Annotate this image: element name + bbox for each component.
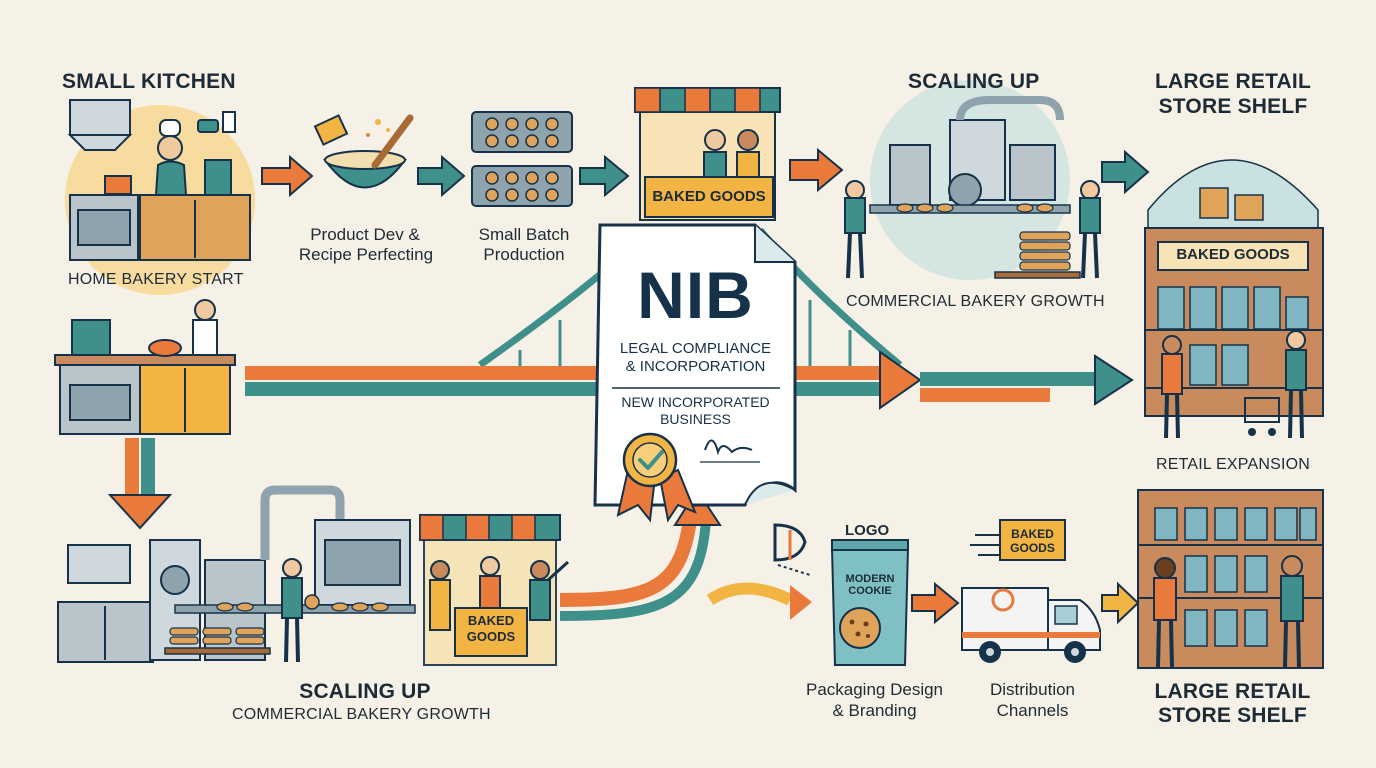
logo-sketch-illustration xyxy=(773,523,811,576)
product-dev-label-1: Product Dev & xyxy=(310,225,420,244)
down-arrow xyxy=(107,438,173,530)
nib-line-3: NEW INCORPORATED xyxy=(621,394,770,410)
commercial-growth-bottom-label: COMMERCIAL BAKERY GROWTH xyxy=(232,706,491,723)
distribution-label-2: Channels xyxy=(996,701,1069,720)
market-stall-top-illustration xyxy=(634,87,781,221)
small-batch-label-2: Production xyxy=(483,245,565,264)
delivery-van-illustration xyxy=(961,519,1101,663)
curved-up-arrow xyxy=(559,488,812,621)
nib-line-1: LEGAL COMPLIANCE xyxy=(619,340,772,357)
logo-label: LOGO xyxy=(845,522,890,539)
small-kitchen-title: SMALL KITCHEN xyxy=(62,70,236,93)
scaling-up-bottom-title: SCALING UP xyxy=(299,680,431,703)
retail-store-bottom-illustration xyxy=(1137,489,1324,669)
bag-text-2: COOKIE xyxy=(848,585,892,597)
nib-title: NIB xyxy=(637,258,754,332)
factory-top-illustration xyxy=(844,80,1101,280)
home-kitchen-mid-illustration xyxy=(54,299,236,435)
mixing-bowl-illustration xyxy=(313,114,414,189)
nib-line-4: BUSINESS xyxy=(660,411,731,427)
packaging-label-2: & Branding xyxy=(832,701,917,720)
home-bakery-start-label: HOME BAKERY START xyxy=(68,271,244,288)
stall-top-sign: BAKED GOODS xyxy=(652,188,766,205)
small-batch-label-1: Small Batch xyxy=(478,225,570,244)
box-text-1: BAKED xyxy=(1011,527,1054,541)
shelf-top-sign: BAKED GOODS xyxy=(1176,246,1290,263)
step-arrows-bottom xyxy=(911,534,1140,625)
step-arrows-top xyxy=(261,147,1150,198)
commercial-growth-top-label: COMMERCIAL BAKERY GROWTH xyxy=(846,293,1105,310)
distribution-label-1: Distribution xyxy=(989,680,1076,699)
cookie-bag-illustration xyxy=(830,539,910,666)
nib-line-2: & INCORPORATION xyxy=(625,358,766,375)
product-dev-label-2: Recipe Perfecting xyxy=(298,245,434,264)
large-retail-top-title-1: LARGE RETAIL xyxy=(1154,70,1311,93)
packaging-label-1: Packaging Design xyxy=(805,680,944,699)
stall-bottom-sign-1: BAKED xyxy=(467,613,515,628)
market-stall-bottom-illustration xyxy=(419,514,570,666)
bag-text-1: MODERN xyxy=(845,573,895,585)
retail-expansion-label: RETAIL EXPANSION xyxy=(1155,456,1311,473)
box-text-2: GOODS xyxy=(1010,541,1055,555)
large-retail-bottom-title-2: STORE SHELF xyxy=(1158,704,1307,727)
retail-store-top-illustration xyxy=(1144,159,1324,439)
large-retail-top-title-2: STORE SHELF xyxy=(1158,95,1308,118)
factory-bottom-illustration xyxy=(57,485,416,663)
small-kitchen-illustration xyxy=(65,99,255,295)
cookie-trays-illustration xyxy=(471,111,573,207)
scaling-up-top-title: SCALING UP xyxy=(908,70,1040,93)
large-retail-bottom-title-1: LARGE RETAIL xyxy=(1154,680,1311,703)
seal-ribbon-icon xyxy=(616,432,697,523)
stall-bottom-sign-2: GOODS xyxy=(466,629,516,644)
